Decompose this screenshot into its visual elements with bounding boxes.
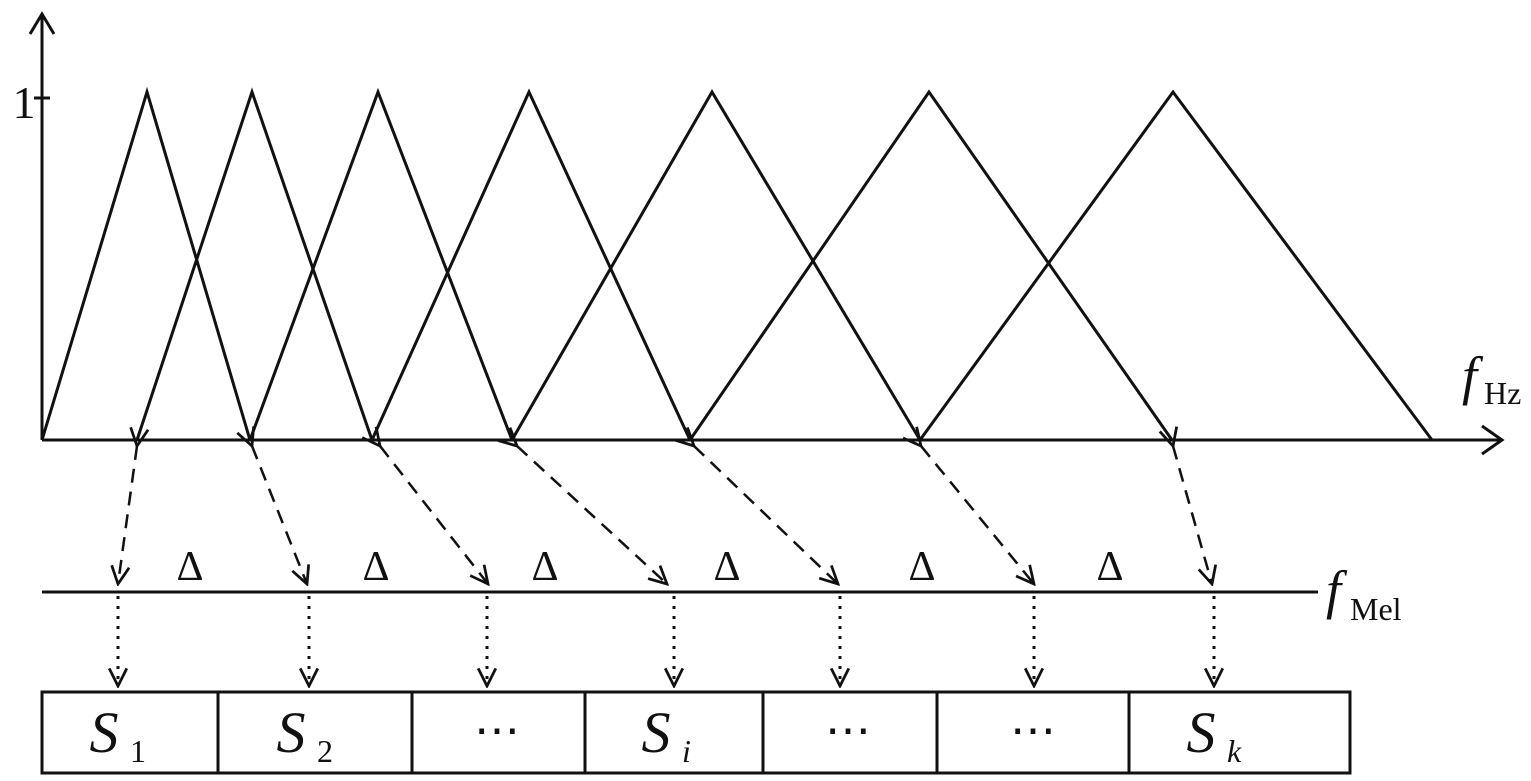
output-cell-subscript-1: 1 xyxy=(130,733,146,769)
y-axis-arrowhead xyxy=(28,11,56,35)
hz-axis-label-symbol: f xyxy=(1462,346,1484,406)
output-row-frame xyxy=(40,690,1352,775)
delta-label-6: Δ xyxy=(1096,544,1123,590)
hz-mel-mapping-arrows xyxy=(118,446,1212,584)
filter-triangle-7 xyxy=(918,89,1434,441)
y-axis: 1 xyxy=(13,11,56,440)
filter-triangle-4 xyxy=(370,88,692,441)
delta-label-4: Δ xyxy=(713,544,740,590)
hz-mel-arrow-6 xyxy=(921,446,1034,584)
delta-label-1: Δ xyxy=(176,544,203,590)
output-cell-ellipsis-5: ⋯ xyxy=(825,705,871,756)
filter-triangle-5 xyxy=(510,89,922,441)
delta-label-3: Δ xyxy=(531,544,558,590)
output-cell-ellipsis-6: ⋯ xyxy=(1010,705,1056,756)
output-cell-symbol-2: S xyxy=(277,700,306,765)
output-cell-symbol-7: S xyxy=(1187,700,1216,765)
filter-triangle-1 xyxy=(40,86,252,441)
mel-axis-label-symbol: f xyxy=(1326,560,1348,620)
hz-mel-arrow-2 xyxy=(252,446,307,584)
delta-label-2: Δ xyxy=(362,544,389,590)
hz-mel-arrow-5 xyxy=(694,446,838,584)
hz-mel-arrow-1 xyxy=(118,446,137,584)
hz-mel-arrow-4 xyxy=(517,446,667,584)
output-cell-ellipsis-3: ⋯ xyxy=(474,705,520,756)
delta-label-5: Δ xyxy=(908,544,935,590)
filter-triangle-6 xyxy=(688,89,1174,441)
hz-axis-label-subscript: Hz xyxy=(1484,375,1521,411)
hz-axis-arrowhead xyxy=(1481,424,1505,456)
mel-output-arrows xyxy=(118,596,1214,686)
mel-axis-label-subscript: Mel xyxy=(1350,591,1402,627)
filter-bank xyxy=(40,86,1434,441)
y-tick-label: 1 xyxy=(13,77,36,128)
output-cell-symbol-4: S xyxy=(642,700,671,765)
output-cell-subscript-4: i xyxy=(682,733,691,769)
output-cell-subscript-7: k xyxy=(1227,733,1242,769)
output-cell-subscript-2: 2 xyxy=(317,733,333,769)
filter-triangle-3 xyxy=(248,87,514,441)
output-cell-symbol-1: S xyxy=(90,700,119,765)
hz-mel-arrow-7 xyxy=(1173,446,1212,584)
hz-mel-arrow-3 xyxy=(380,446,488,584)
filter-triangle-2 xyxy=(135,87,374,441)
